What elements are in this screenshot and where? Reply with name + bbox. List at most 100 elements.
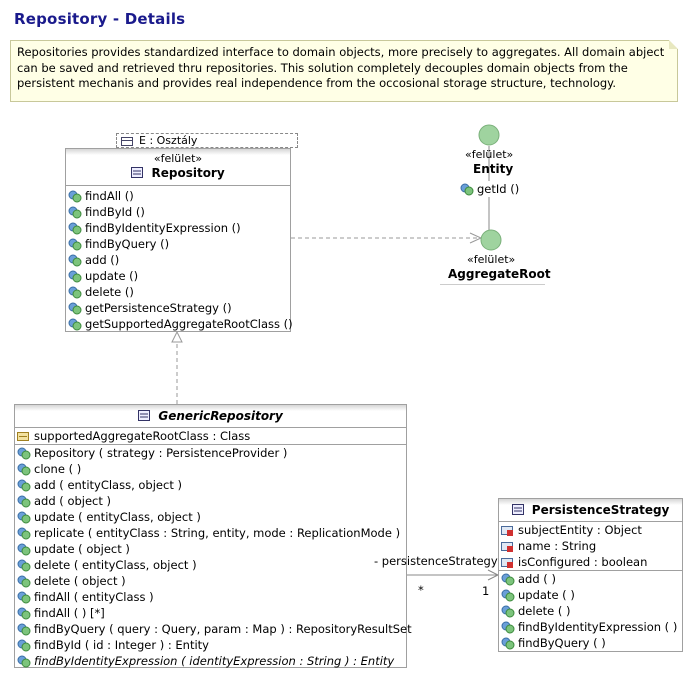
operation-label: update () bbox=[85, 269, 139, 283]
operation-label: findByIdentityExpression ( identityExpre… bbox=[34, 654, 395, 668]
generic-repository-name: GenericRepository bbox=[158, 409, 283, 423]
package-tab: E : Osztály bbox=[116, 133, 298, 148]
realization-arrowhead bbox=[171, 330, 183, 343]
operation-row: findByIdentityExpression ( identityExpre… bbox=[15, 653, 406, 669]
operation-label: findByIdentityExpression () bbox=[85, 221, 241, 235]
attribute-row: isConfigured : boolean bbox=[499, 554, 682, 570]
operation-row: Repository ( strategy : PersistenceProvi… bbox=[15, 445, 406, 461]
generic-repository-class[interactable]: GenericRepository supportedAggregateRoot… bbox=[14, 404, 412, 669]
operation-icon bbox=[68, 254, 82, 267]
attribute-row: supportedAggregateRootClass : Class bbox=[15, 428, 406, 444]
association-role-label: - persistenceStrategy bbox=[374, 554, 498, 568]
page-title: Repository - Details bbox=[14, 10, 186, 28]
operation-icon bbox=[17, 527, 31, 540]
operation-icon bbox=[17, 591, 31, 604]
aggregate-root-underline bbox=[440, 284, 545, 285]
operation-row: update ( object ) bbox=[15, 541, 406, 557]
persistence-strategy-operations: add ( ) update ( ) delete ( ) findByIden… bbox=[499, 570, 682, 651]
operation-icon bbox=[17, 511, 31, 524]
class-icon bbox=[511, 504, 524, 515]
operation-icon bbox=[17, 559, 31, 572]
attribute-row: name : String bbox=[499, 538, 682, 554]
repository-name-wrap: Repository bbox=[131, 166, 225, 180]
note-text: Repositories provides standardized inter… bbox=[17, 45, 665, 90]
entity-stereotype: «felület» bbox=[465, 148, 514, 161]
repository-operations: findAll () findById () findByIdentityExp… bbox=[66, 186, 293, 332]
operation-label: findById () bbox=[85, 205, 145, 219]
operation-label: getPersistenceStrategy () bbox=[85, 301, 232, 315]
package-tab-label: E : Osztály bbox=[139, 134, 198, 147]
operation-row: findByIdentityExpression () bbox=[66, 220, 290, 236]
operation-icon bbox=[501, 605, 515, 618]
operation-label: add ( object ) bbox=[34, 494, 112, 508]
operation-icon bbox=[501, 637, 515, 650]
private-attribute-icon bbox=[501, 556, 515, 569]
entity-lollipop-icon bbox=[478, 124, 500, 146]
operation-label: delete ( object ) bbox=[34, 574, 126, 588]
aggregate-root-name[interactable]: AggregateRoot bbox=[448, 267, 551, 281]
operation-label: getSupportedAggregateRootClass () bbox=[85, 317, 293, 331]
attribute-label: supportedAggregateRootClass : Class bbox=[34, 429, 251, 443]
operation-row: findAll ( ) [*] bbox=[15, 605, 406, 621]
repository-header: «felület» Repository bbox=[66, 149, 290, 186]
operation-icon bbox=[17, 463, 31, 476]
operation-row: replicate ( entityClass : String, entity… bbox=[15, 525, 406, 541]
interface-icon bbox=[131, 167, 144, 178]
operation-label: findByQuery () bbox=[85, 237, 170, 251]
operation-row: getSupportedAggregateRootClass () bbox=[66, 316, 293, 332]
operation-row: findById ( id : Integer ) : Entity bbox=[15, 637, 406, 653]
operation-icon bbox=[501, 589, 515, 602]
operation-label: replicate ( entityClass : String, entity… bbox=[34, 526, 401, 540]
operation-icon bbox=[68, 286, 82, 299]
persistence-strategy-attributes: subjectEntity : Object name : String isC… bbox=[499, 522, 682, 570]
entity-name[interactable]: Entity bbox=[473, 162, 514, 176]
operation-icon bbox=[17, 575, 31, 588]
operation-label: update ( object ) bbox=[34, 542, 130, 556]
attribute-row: subjectEntity : Object bbox=[499, 522, 682, 538]
operation-label: Repository ( strategy : PersistenceProvi… bbox=[34, 446, 288, 460]
aggregate-root-lollipop-icon bbox=[480, 229, 502, 251]
operation-label: update ( ) bbox=[518, 588, 575, 602]
operation-row: delete ( entityClass, object ) bbox=[15, 557, 406, 573]
association-source-multiplicity: * bbox=[418, 583, 424, 597]
operation-icon bbox=[501, 573, 515, 586]
operation-row: getPersistenceStrategy () bbox=[66, 300, 290, 316]
operation-icon bbox=[17, 639, 31, 652]
operation-row: add ( object ) bbox=[15, 493, 406, 509]
operation-row: add () bbox=[66, 252, 290, 268]
operation-row: update () bbox=[66, 268, 290, 284]
operation-icon bbox=[68, 206, 82, 219]
operation-icon bbox=[501, 621, 515, 634]
generic-repository-header: GenericRepository bbox=[15, 405, 406, 428]
operation-icon bbox=[17, 495, 31, 508]
operation-row: update ( ) bbox=[499, 587, 682, 603]
persistence-strategy-name: PersistenceStrategy bbox=[531, 503, 670, 517]
operation-row: findAll ( entityClass ) bbox=[15, 589, 406, 605]
association-arrowhead bbox=[487, 569, 500, 581]
operation-label: add () bbox=[85, 253, 120, 267]
operation-row: findByQuery ( ) bbox=[499, 635, 682, 651]
operation-icon bbox=[68, 318, 82, 331]
operation-row: add ( ) bbox=[499, 571, 682, 587]
attribute-label: isConfigured : boolean bbox=[518, 555, 648, 569]
persistence-strategy-class[interactable]: PersistenceStrategy subjectEntity : Obje… bbox=[498, 498, 683, 652]
private-attribute-icon bbox=[501, 540, 515, 553]
operation-icon bbox=[17, 655, 31, 668]
operation-row: findById () bbox=[66, 204, 290, 220]
generic-repository-attributes: supportedAggregateRootClass : Class bbox=[15, 428, 406, 444]
operation-label: findAll ( ) [*] bbox=[34, 606, 105, 620]
operation-row: add ( entityClass, object ) bbox=[15, 477, 406, 493]
generic-repository-name-wrap: GenericRepository bbox=[138, 409, 283, 423]
operation-icon bbox=[68, 222, 82, 235]
operation-label: add ( entityClass, object ) bbox=[34, 478, 182, 492]
operation-row: clone ( ) bbox=[15, 461, 406, 477]
repository-class[interactable]: «felület» Repository findAll () findById… bbox=[65, 148, 293, 332]
description-note: Repositories provides standardized inter… bbox=[10, 40, 678, 102]
persistence-strategy-header: PersistenceStrategy bbox=[499, 499, 682, 522]
operation-row: delete ( object ) bbox=[15, 573, 406, 589]
operation-label: findByQuery ( query : Query, param : Map… bbox=[34, 622, 412, 636]
operation-icon bbox=[17, 623, 31, 636]
operation-label: findById ( id : Integer ) : Entity bbox=[34, 638, 209, 652]
package-icon bbox=[121, 137, 133, 146]
operation-label: findAll () bbox=[85, 189, 134, 203]
